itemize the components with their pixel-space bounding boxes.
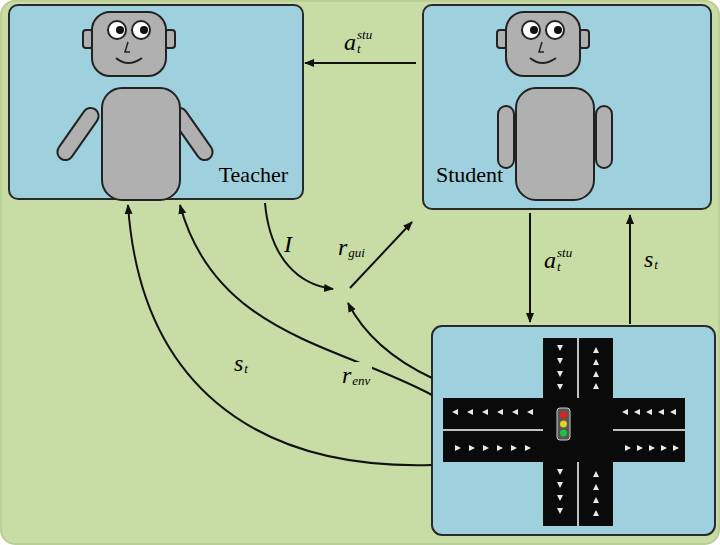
lane-arrow xyxy=(649,445,655,451)
instruction-arrow xyxy=(265,203,333,289)
lane-arrow xyxy=(497,409,503,415)
symbol-label: env xyxy=(352,374,370,388)
lane-arrow xyxy=(593,347,599,353)
lane-arrow xyxy=(511,445,517,451)
lane-arrow xyxy=(593,471,599,477)
lane-arrow xyxy=(497,445,503,451)
lane-arrow xyxy=(467,409,473,415)
env-reward-teacher-arrow xyxy=(180,205,432,395)
lane-arrow xyxy=(512,409,518,415)
script-stack: t xyxy=(654,246,658,272)
script-stack: stut xyxy=(557,246,572,275)
lane-arrow xyxy=(637,445,643,451)
arrow-label: I xyxy=(282,232,294,256)
arrow-label: astut xyxy=(342,28,374,57)
symbol-label: stu xyxy=(557,246,572,260)
symbol-label: gui xyxy=(348,246,365,260)
lane-arrow xyxy=(557,384,563,390)
action-arrow xyxy=(305,62,416,64)
symbol-label: r xyxy=(338,235,347,259)
symbol-label: a xyxy=(544,248,556,272)
arrow-label: st xyxy=(642,246,660,272)
lane-arrow xyxy=(469,445,475,451)
lane-arrow xyxy=(525,445,531,451)
script-stack: stut xyxy=(357,28,372,57)
lane-arrow xyxy=(557,358,563,364)
lane-arrow xyxy=(670,409,676,415)
lane-arrow xyxy=(557,482,563,488)
lane-arrow xyxy=(658,409,664,415)
agent-box: Teacher xyxy=(8,4,304,200)
state-student-arrow xyxy=(629,215,631,324)
lane-arrow xyxy=(452,409,458,415)
lane-arrow xyxy=(483,445,489,451)
lane-arrow xyxy=(593,510,599,516)
lane-arrow xyxy=(557,469,563,475)
lane-arrow xyxy=(527,409,533,415)
symbol-label: t xyxy=(557,260,572,274)
lane-arrow xyxy=(557,345,563,351)
script-stack: t xyxy=(244,350,248,376)
agent-box: Student xyxy=(422,4,712,210)
lane-arrow xyxy=(557,508,563,514)
arrow-label: st xyxy=(232,350,250,376)
symbol-label: s xyxy=(644,247,653,271)
intersection xyxy=(443,338,685,526)
lane-arrow xyxy=(455,445,461,451)
symbol-label: I xyxy=(284,232,292,256)
lane-arrow xyxy=(634,409,640,415)
action-env-arrow xyxy=(529,213,531,322)
symbol-label: a xyxy=(344,30,356,54)
lane-arrow xyxy=(593,359,599,365)
lane-arrow xyxy=(622,409,628,415)
lane-arrow xyxy=(673,445,679,451)
symbol-label: stu xyxy=(357,28,372,42)
lane-arrows xyxy=(452,345,679,516)
lane-arrow xyxy=(625,445,631,451)
agent-name: Teacher xyxy=(219,162,288,188)
symbol-label: r xyxy=(342,363,351,387)
symbol-label: t xyxy=(244,362,248,376)
lane-arrow xyxy=(557,371,563,377)
arrow-label: rgui xyxy=(336,234,367,260)
agent-name: Student xyxy=(436,162,503,188)
arrow-label: renv xyxy=(340,362,372,388)
environment-box xyxy=(432,326,715,535)
script-stack: env xyxy=(352,362,370,388)
symbol-label: t xyxy=(654,258,658,272)
lane-arrow xyxy=(646,409,652,415)
lane-arrow xyxy=(593,383,599,389)
script-stack: gui xyxy=(348,234,365,260)
lane-arrow xyxy=(593,497,599,503)
symbol-label: s xyxy=(234,351,243,375)
arrow-label: astut xyxy=(542,246,574,275)
state-teacher-arrow xyxy=(128,205,432,465)
lane-arrow xyxy=(661,445,667,451)
symbol-label: t xyxy=(357,42,372,56)
lane-arrow xyxy=(482,409,488,415)
lane-arrow xyxy=(593,484,599,490)
lane-arrow xyxy=(557,495,563,501)
lane-arrow xyxy=(593,371,599,377)
